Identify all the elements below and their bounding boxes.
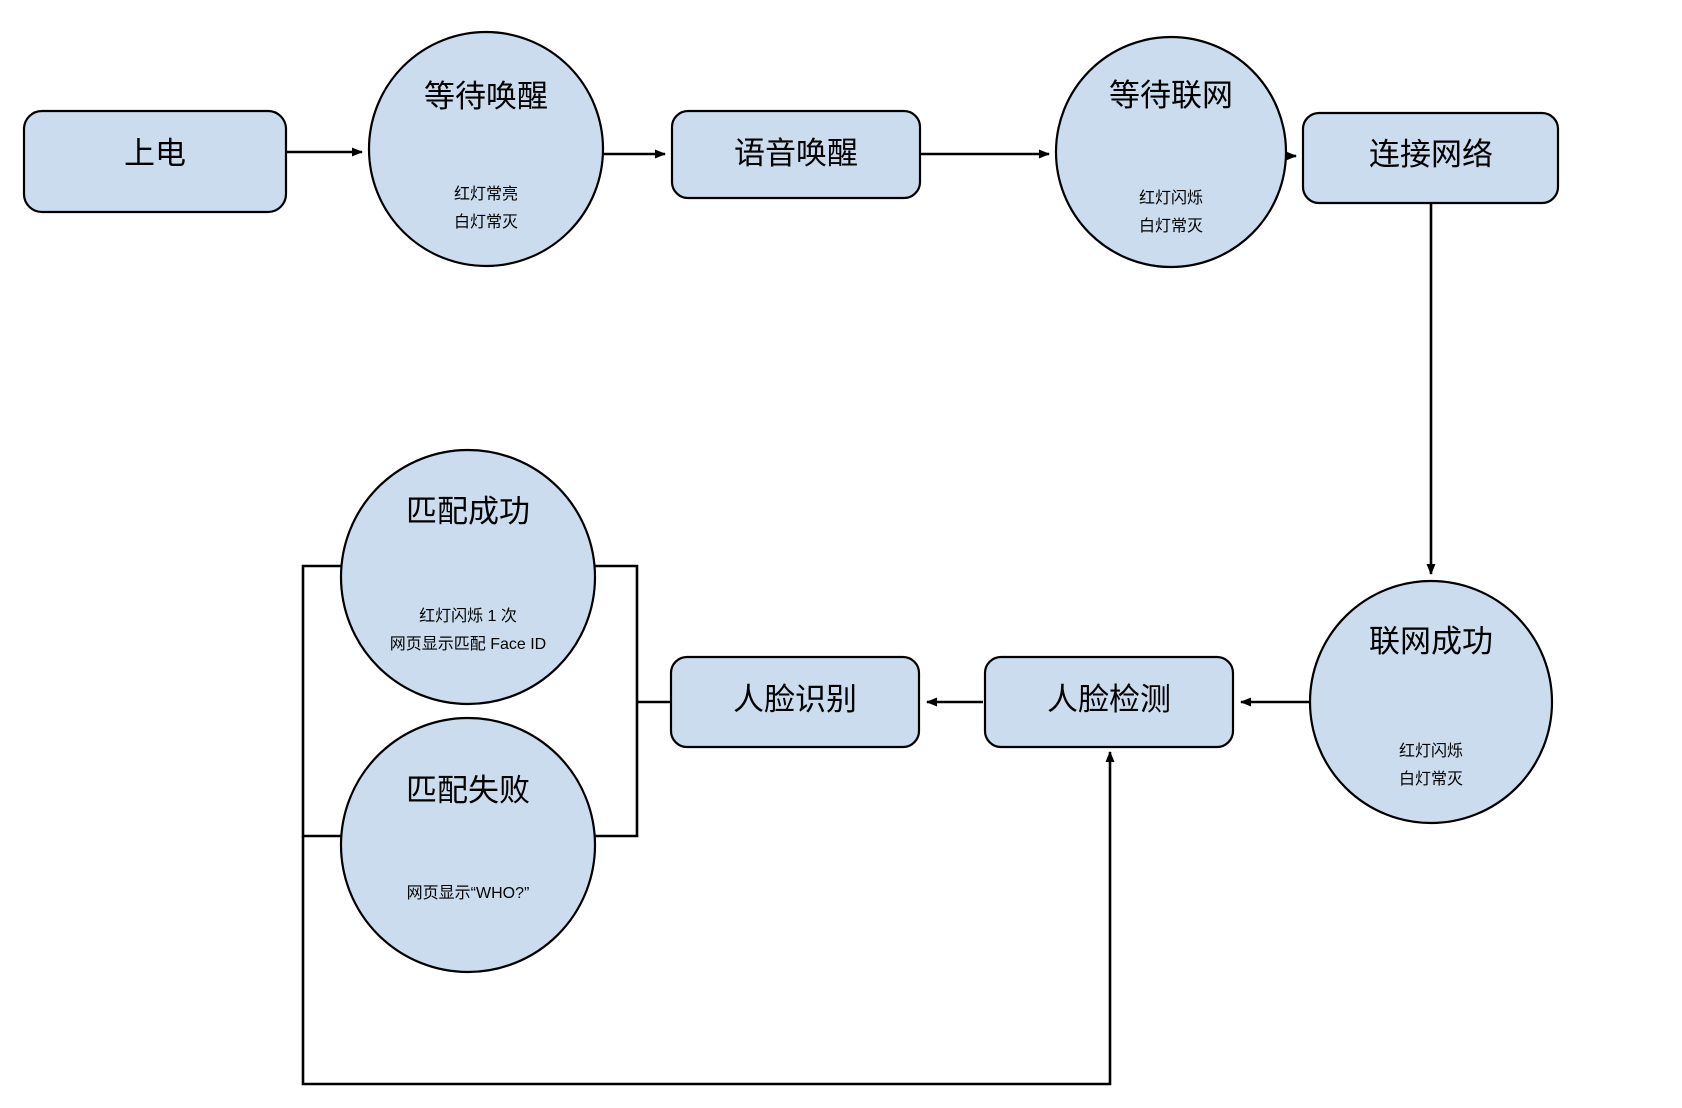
node-wait-network-sub-2: 白灯常灭 xyxy=(1139,217,1203,235)
node-match-fail-shape[interactable] xyxy=(339,716,597,974)
node-match-success[interactable]: 匹配成功 红灯闪烁 1 次 网页显示匹配 Face ID xyxy=(339,448,597,706)
node-wait-wakeup-label: 等待唤醒 xyxy=(424,79,548,114)
node-connect-network-label: 连接网络 xyxy=(1369,137,1493,172)
node-power-on[interactable]: 上电 xyxy=(22,109,288,214)
node-voice-wakeup[interactable]: 语音唤醒 xyxy=(670,109,922,200)
node-face-recognize-shape[interactable] xyxy=(669,655,921,749)
node-wait-network-sub-1: 红灯闪烁 xyxy=(1139,189,1203,207)
node-network-success[interactable]: 联网成功 红灯闪烁 白灯常灭 xyxy=(1308,579,1554,825)
edge-match-fail-loop-to-face-detect xyxy=(301,751,1115,1086)
node-network-success-sub-1: 红灯闪烁 xyxy=(1399,742,1463,760)
node-wait-network-label: 等待联网 xyxy=(1109,78,1233,113)
node-voice-wakeup-shape[interactable] xyxy=(670,109,922,200)
node-match-success-sub-1: 红灯闪烁 1 次 xyxy=(419,607,517,625)
node-wait-wakeup-sub-1: 红灯常亮 xyxy=(454,185,518,203)
node-wait-wakeup-sub-2: 白灯常灭 xyxy=(454,213,518,231)
node-face-recognize-label: 人脸识别 xyxy=(733,682,857,717)
nodes-layer: 上电 等待唤醒 红灯常亮 白灯常灭 语音唤醒 等待联网 红灯闪烁 白灯常灭 xyxy=(22,30,1560,974)
node-power-on-shape[interactable] xyxy=(22,109,288,214)
node-face-detect-shape[interactable] xyxy=(983,655,1235,749)
node-connect-network-shape[interactable] xyxy=(1301,111,1560,205)
node-voice-wakeup-label: 语音唤醒 xyxy=(734,136,858,171)
node-match-success-sub-2: 网页显示匹配 Face ID xyxy=(390,635,546,653)
node-match-success-shape[interactable] xyxy=(339,448,597,706)
node-match-fail-sub-1: 网页显示“WHO?” xyxy=(407,885,530,902)
node-power-on-label: 上电 xyxy=(124,136,186,171)
node-network-success-label: 联网成功 xyxy=(1369,624,1493,659)
node-network-success-sub-2: 白灯常灭 xyxy=(1399,770,1463,788)
node-face-recognize[interactable]: 人脸识别 xyxy=(669,655,921,749)
node-match-fail-label: 匹配失败 xyxy=(406,773,530,808)
node-match-success-label: 匹配成功 xyxy=(406,494,530,529)
node-wait-wakeup[interactable]: 等待唤醒 红灯常亮 白灯常灭 xyxy=(367,30,605,268)
node-network-success-shape[interactable] xyxy=(1308,579,1554,825)
node-connect-network[interactable]: 连接网络 xyxy=(1301,111,1560,205)
node-wait-network-shape[interactable] xyxy=(1054,35,1288,269)
node-wait-wakeup-shape[interactable] xyxy=(367,30,605,268)
node-match-fail[interactable]: 匹配失败 网页显示“WHO?” xyxy=(339,716,597,974)
node-wait-network[interactable]: 等待联网 红灯闪烁 白灯常灭 xyxy=(1054,35,1288,269)
node-face-detect[interactable]: 人脸检测 xyxy=(983,655,1235,749)
node-face-detect-label: 人脸检测 xyxy=(1047,682,1171,717)
